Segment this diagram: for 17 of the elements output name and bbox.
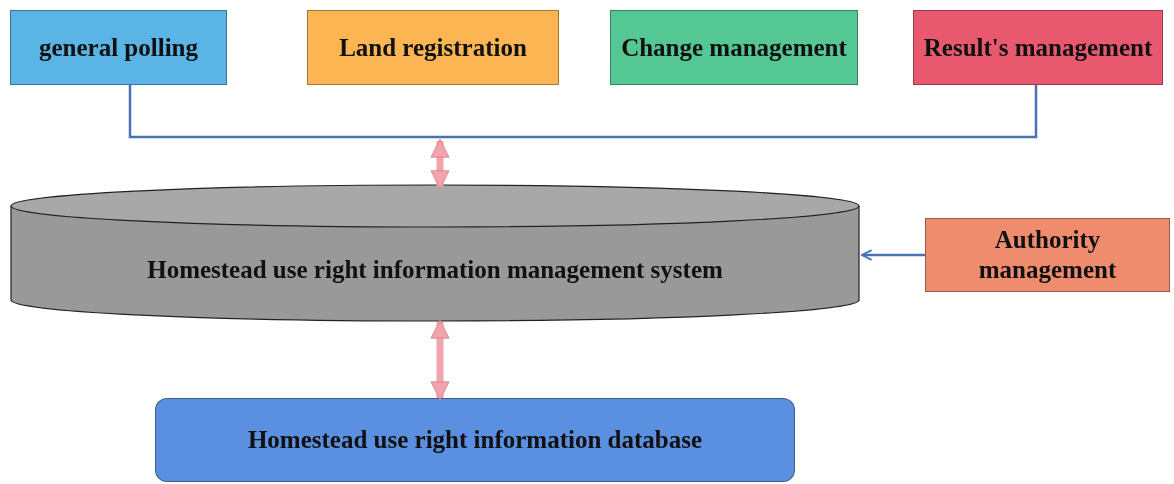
node-label: Result's management: [923, 32, 1153, 63]
connector-line: [128, 85, 1038, 139]
node-label: Homestead use right information database: [247, 425, 703, 455]
node-label: Homestead use right information management system: [147, 255, 723, 285]
node-label: Change management: [621, 32, 847, 63]
arrow: [861, 249, 925, 261]
node-label: general polling: [38, 32, 198, 63]
database-box: [155, 398, 795, 482]
process-box: [10, 10, 227, 85]
process-box: [610, 10, 858, 85]
node-label: Authority management: [977, 225, 1118, 285]
double-arrow: [430, 138, 450, 190]
process-box: [925, 218, 1170, 292]
process-box: [913, 10, 1163, 85]
node-label: Land registration: [339, 32, 527, 63]
database-cylinder: [10, 184, 860, 322]
process-box: [307, 10, 559, 85]
